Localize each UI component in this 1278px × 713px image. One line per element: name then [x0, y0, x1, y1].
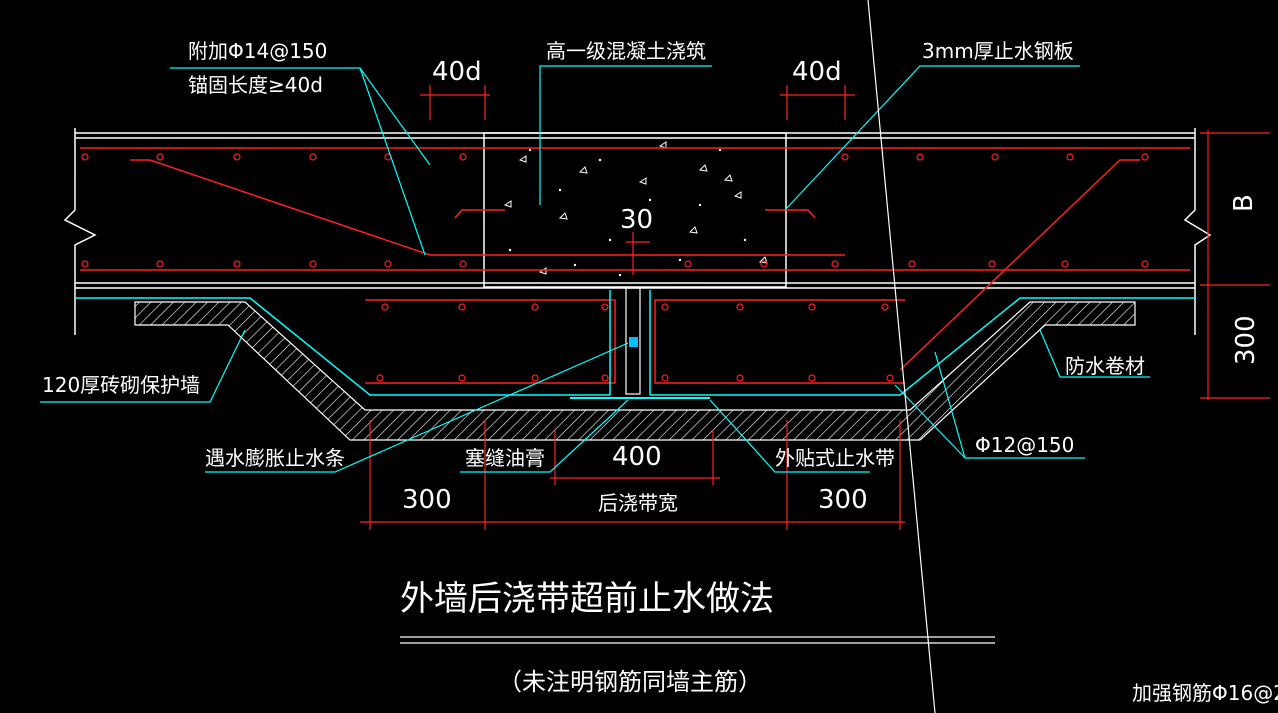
corner-note: 加强钢筋Φ16@20 [1132, 681, 1278, 705]
wall-outline [63, 128, 1212, 335]
dim-right-300: 300 [818, 485, 868, 515]
dim-left-300: 300 [402, 485, 452, 515]
dim-right-40d: 40d [792, 57, 842, 87]
label-brick-wall: 120厚砖砌保护墙 [42, 373, 200, 397]
concrete-aggregate [503, 141, 768, 275]
label-distribution-bar: Φ12@150 [975, 433, 1074, 457]
brick-wall-left [134, 301, 1136, 441]
label-external-waterstop: 外贴式止水带 [775, 446, 895, 470]
boundary-line [867, 0, 936, 713]
dim-left-40d: 40d [432, 57, 482, 87]
concrete-dots [508, 148, 747, 277]
drawing-subtitle: （未注明钢筋同墙主筋） [498, 668, 762, 696]
drawing-title: 外墙后浇带超前止水做法 [400, 579, 774, 619]
center-marker [626, 232, 650, 275]
water-stop [570, 287, 710, 399]
dim-center-30: 30 [620, 205, 653, 235]
leader-lines [40, 65, 1150, 644]
dim-depth-300: 300 [1231, 315, 1261, 365]
main-rebars [80, 147, 1190, 384]
label-swelling-strip: 遇水膨胀止水条 [205, 446, 345, 470]
base-slab-outline [75, 290, 1195, 396]
rebar-dots [81, 153, 1149, 382]
dim-band-400: 400 [612, 442, 662, 472]
label-band-width: 后浇带宽 [598, 491, 678, 515]
label-waterproof-membrane: 防水卷材 [1065, 354, 1145, 378]
label-extra-rebar: 附加Φ14@150 [188, 39, 327, 63]
dim-wall-B: B [1229, 194, 1259, 212]
label-concrete: 高一级混凝土浇筑 [546, 39, 706, 63]
label-steel-plate: 3mm厚止水钢板 [922, 39, 1074, 63]
label-anchor-length: 锚固长度≥40d [188, 73, 323, 97]
dimension-lines [360, 85, 1270, 530]
label-sealant: 塞缝油膏 [465, 446, 545, 470]
